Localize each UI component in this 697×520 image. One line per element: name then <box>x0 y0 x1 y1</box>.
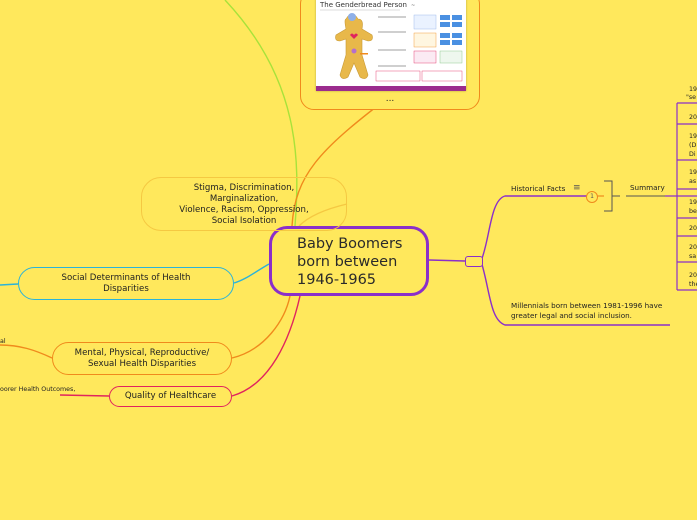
mental-line-1: Mental, Physical, Reproductive/ <box>74 348 210 358</box>
cropped-text-right: be <box>689 208 697 215</box>
genderbread-infographic: The Genderbread Person ~ <box>316 0 466 91</box>
central-topic-baby-boomers[interactable]: Baby Boomers born between 1946-1965 <box>269 226 429 296</box>
topic-social-determinants[interactable]: Social Determinants of Health Disparitie… <box>18 267 234 300</box>
attached-image-frame[interactable]: The Genderbread Person ~ <box>300 0 480 110</box>
topic-quality-of-healthcare[interactable]: Quality of Healthcare <box>109 386 232 407</box>
image-more-ellipsis[interactable]: ... <box>385 94 395 104</box>
cropped-text-right: 20 <box>689 225 697 232</box>
cropped-text-right: sa <box>689 253 697 260</box>
notes-menu-icon[interactable]: ≡ <box>573 183 581 193</box>
summary-label[interactable]: Summary <box>630 183 665 192</box>
summary-count-badge[interactable]: 1 <box>586 191 598 203</box>
cropped-text-right: 19 <box>689 86 697 93</box>
subtopic-historical-facts[interactable]: Historical Facts <box>511 184 566 193</box>
subtopic-millennials[interactable]: Millennials born between 1981-1996 have … <box>511 301 663 320</box>
sdoh-line-2: Disparities <box>103 284 149 294</box>
cropped-text-right: 20 <box>689 272 697 279</box>
stigma-line-1: Stigma, Discrimination, <box>193 183 295 193</box>
stigma-line-3: Violence, Racism, Oppression, <box>179 205 309 215</box>
cropped-text-left-mental: al <box>0 338 6 345</box>
cropped-text-right: 19 <box>689 133 697 140</box>
stigma-line-2: Marginalization, <box>209 194 279 204</box>
topic-stigma-discrimination[interactable]: Stigma, Discrimination, Marginalization,… <box>141 177 347 231</box>
svg-text:~: ~ <box>411 3 415 9</box>
collapse-toggle[interactable] <box>465 256 483 267</box>
cropped-text-right: "se <box>686 94 697 101</box>
genderbread-title: The Genderbread Person <box>319 1 407 9</box>
cropped-text-right: as <box>689 178 697 185</box>
central-topic-line-3: 1946-1965 <box>297 272 377 288</box>
cropped-text-right: 19 <box>689 169 697 176</box>
cropped-text-right: (D <box>689 142 697 149</box>
mental-line-2: Sexual Health Disparities <box>87 359 197 369</box>
stigma-line-4: Social Isolation <box>211 216 277 226</box>
cropped-text-left-quality: oorer Health Outcomes, <box>0 386 76 393</box>
quality-label: Quality of Healthcare <box>124 391 217 401</box>
cropped-text-right: the <box>689 281 697 288</box>
sdoh-line-1: Social Determinants of Health <box>61 273 191 283</box>
cropped-text-right: 19 <box>689 199 697 206</box>
cropped-text-right: Di <box>689 151 696 158</box>
cropped-text-right: 20 <box>689 244 697 251</box>
topic-health-disparities[interactable]: Mental, Physical, Reproductive/ Sexual H… <box>52 342 232 375</box>
central-topic-line-2: born between <box>297 254 398 270</box>
cropped-text-right: 20 <box>689 114 697 121</box>
central-topic-line-1: Baby Boomers <box>297 236 403 252</box>
